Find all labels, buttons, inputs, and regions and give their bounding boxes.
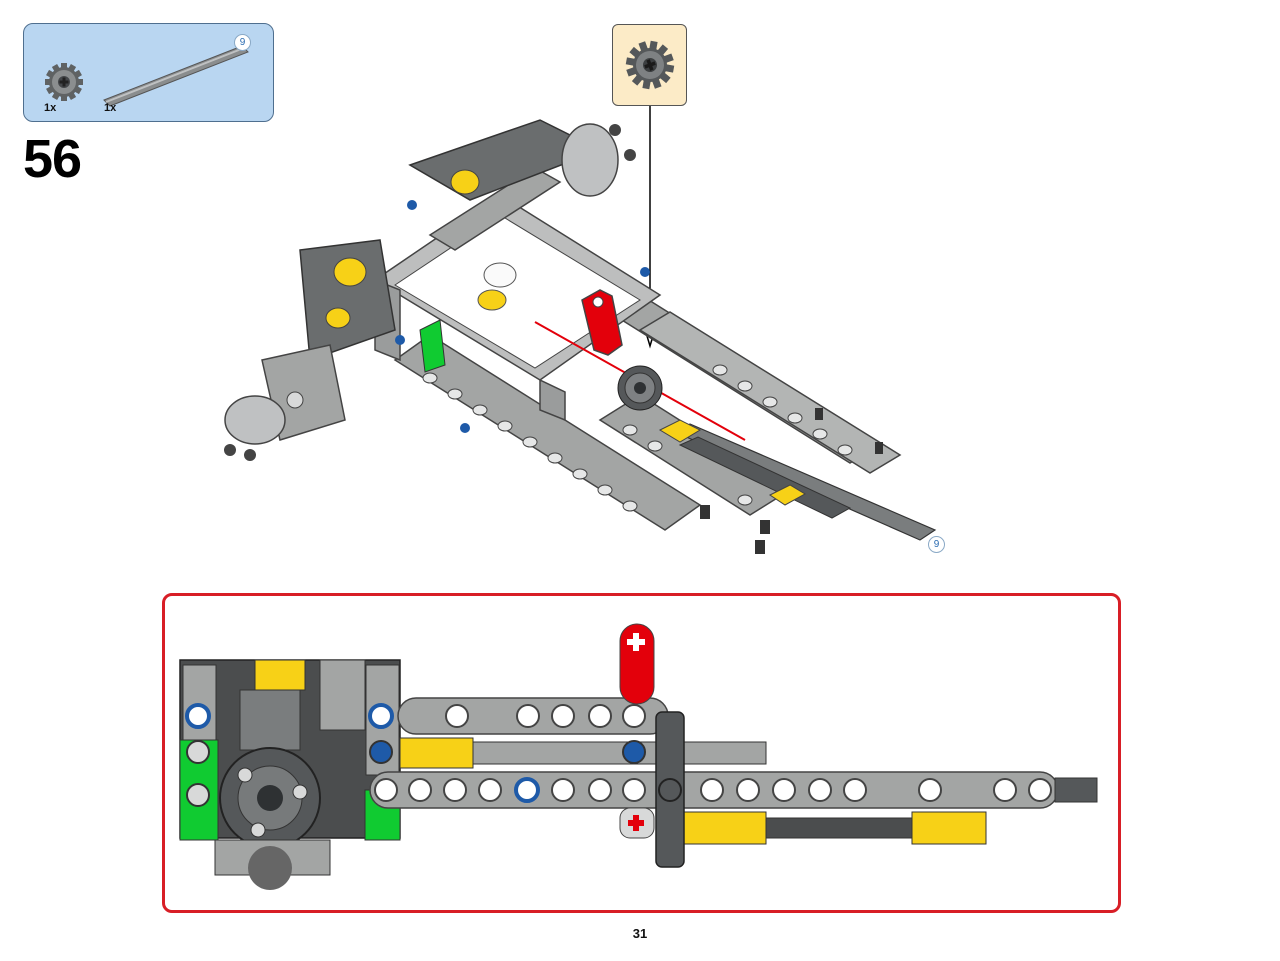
sub-view-panel: [162, 593, 1121, 913]
axle-length-badge: 9: [928, 536, 945, 553]
rear-suspension: [407, 119, 636, 210]
page-number: 31: [632, 926, 648, 941]
axle-length-badge: 9: [234, 34, 251, 51]
axle-9-icon: [103, 45, 249, 107]
gear-12-tooth-icon: [625, 40, 675, 90]
chassis-beams: [393, 281, 937, 541]
gear-callout: [612, 24, 687, 106]
axle-qty: 1x: [104, 102, 117, 114]
gear-12-tooth-icon: [45, 63, 83, 101]
front-suspension: [224, 239, 650, 461]
parts-list: 1x 1x 9: [23, 23, 274, 122]
gear-qty: 1x: [44, 102, 57, 114]
step-number: 56: [23, 129, 82, 189]
